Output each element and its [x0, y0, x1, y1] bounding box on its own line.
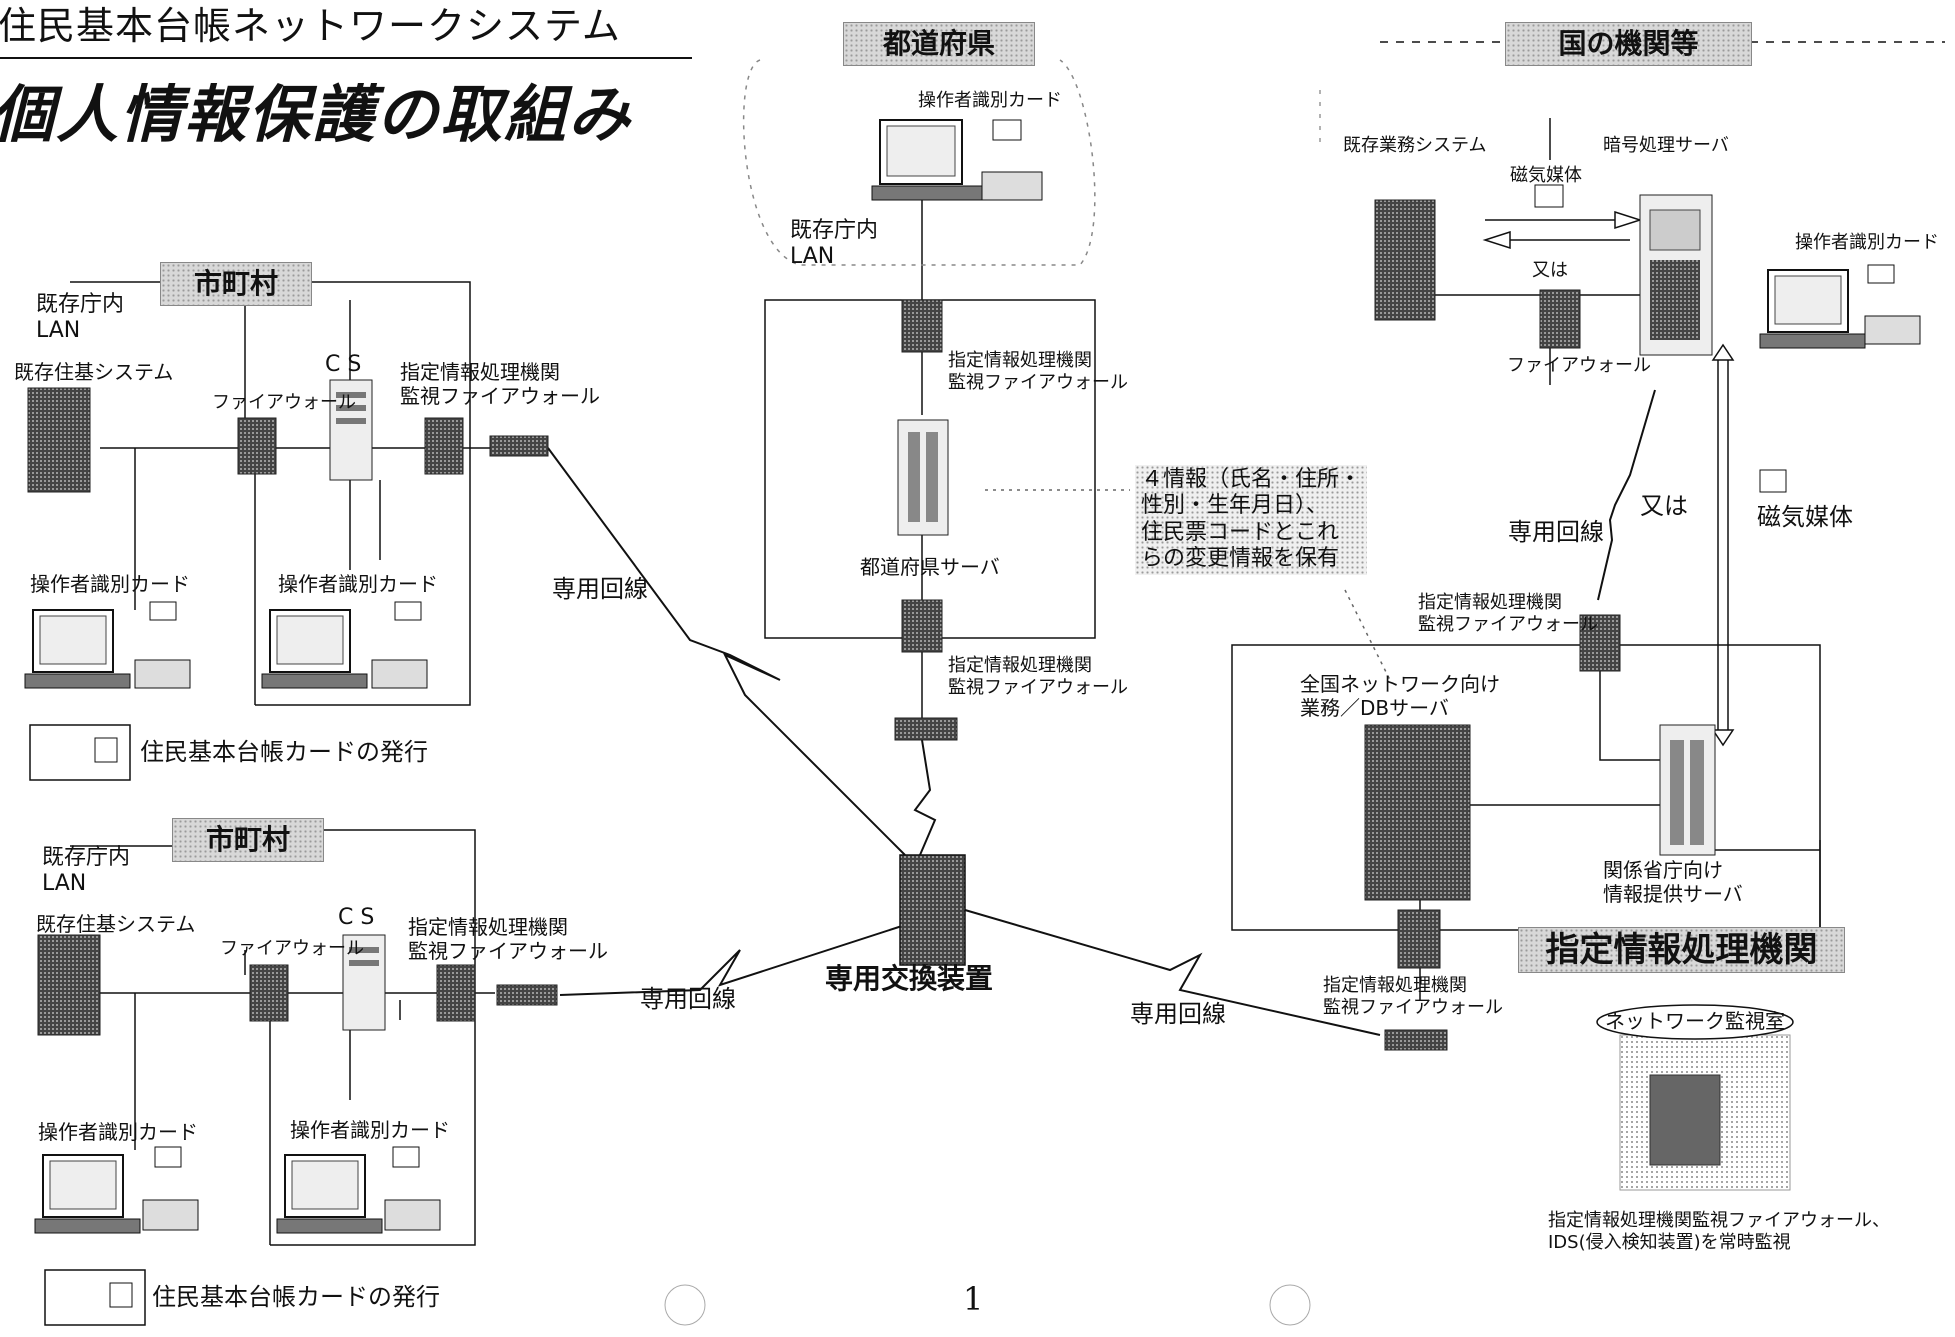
- dedicated-line-label-4: 専用回線: [1508, 518, 1604, 546]
- national-heading: 国の機関等: [1505, 22, 1752, 66]
- existing-business-system-icon: [1374, 199, 1436, 321]
- municipality-bottom-group: [70, 829, 495, 1246]
- dedicated-line-top: [547, 447, 906, 856]
- magnetic-media-icon: [1534, 184, 1564, 208]
- pref-router-icon: [894, 717, 958, 741]
- firewall-icon: [237, 417, 277, 475]
- magnetic-right-label: 磁気媒体: [1757, 503, 1853, 531]
- pref-pc-icon: [871, 119, 1043, 201]
- page-number: 1: [963, 1280, 984, 1318]
- existing-system-rack-icon-2: [37, 934, 101, 1036]
- pref-fw-label-2: 指定情報処理機関 監視ファイアウォール: [948, 655, 1128, 698]
- title-line1: 住民基本台帳ネットワークシステム: [0, 4, 621, 48]
- router-icon: [489, 435, 549, 457]
- note-pointer-2: [1344, 589, 1391, 681]
- pref-monitor-fw-icon-2: [901, 599, 943, 653]
- muni-top-card-label-1: 操作者識別カード: [30, 572, 190, 596]
- national-firewall-label: ファイアウォール: [1507, 355, 1651, 376]
- dedicated-line-label-3: 専用回線: [1130, 1000, 1226, 1028]
- monitor-note: 指定情報処理機関監視ファイアウォール、 IDS(侵入検知装置)を常時監視: [1548, 1210, 1890, 1253]
- db-server-label: 全国ネットワーク向け 業務／DBサーバ: [1300, 672, 1500, 720]
- pc-bottom-right-icon: [276, 1146, 441, 1234]
- monitor-room-badge: [1596, 1004, 1794, 1040]
- or-label: 又は: [1640, 492, 1688, 520]
- muni-top-card-label-2: 操作者識別カード: [278, 572, 438, 596]
- muni-bottom-monitor-fw-label: 指定情報処理機関 監視ファイアウォール: [408, 915, 608, 963]
- info-server-label: 関係省庁向け 情報提供サーバ: [1603, 858, 1743, 906]
- punch-hole-left: [664, 1284, 706, 1326]
- pref-card-label: 操作者識別カード: [918, 90, 1062, 111]
- db-server-icon: [1364, 724, 1471, 901]
- magnetic-media-icon-2: [1759, 469, 1787, 493]
- agency-fw-bottom-label: 指定情報処理機関 監視ファイアウォール: [1323, 975, 1503, 1018]
- four-info-note: ４情報（氏名・住所・ 性別・生年月日）、 住民票コードとこれ らの変更情報を保有: [1135, 465, 1368, 575]
- agency-heading: 指定情報処理機関: [1518, 927, 1845, 973]
- muni-bottom-firewall-label: ファイアウォール: [220, 938, 364, 959]
- monitor-firewall-icon: [424, 417, 464, 475]
- agency-fw-bottom-icon: [1397, 909, 1441, 969]
- pref-fw-label: 指定情報処理機関 監視ファイアウォール: [948, 350, 1128, 393]
- muni-bottom-cs-label: C S: [338, 905, 375, 930]
- municipality-bottom-heading: 市町村: [172, 818, 324, 862]
- muni-bottom-card-label-2: 操作者識別カード: [290, 1118, 450, 1142]
- agency-fw-top-label: 指定情報処理機関 監視ファイアウォール: [1418, 592, 1598, 635]
- crypto-server-label: 暗号処理サーバ: [1603, 135, 1729, 156]
- pref-server-label: 都道府県サーバ: [860, 555, 1000, 579]
- agency-fw-top-icon: [1579, 614, 1621, 672]
- muni-bottom-system-label: 既存住基システム: [36, 912, 196, 936]
- muni-top-firewall-label: ファイアウォール: [212, 392, 356, 413]
- dedicated-line-agency: [964, 909, 1381, 1036]
- muni-bottom-issue-label: 住民基本台帳カードの発行: [152, 1283, 440, 1311]
- exchange-device-icon: [899, 854, 966, 966]
- muni-top-issue-label: 住民基本台帳カードの発行: [140, 738, 428, 766]
- punch-hole-right: [1269, 1284, 1311, 1326]
- info-server-icon: [1659, 724, 1716, 856]
- national-firewall-icon: [1539, 289, 1581, 349]
- pref-monitor-fw-icon: [901, 299, 943, 353]
- magnetic-top-label: 磁気媒体: [1510, 165, 1582, 186]
- router-icon-2: [496, 984, 558, 1006]
- exchange-label: 専用交換装置: [825, 962, 994, 995]
- muni-top-system-label: 既存住基システム: [14, 360, 174, 384]
- prefecture-heading: 都道府県: [843, 22, 1035, 66]
- monitor-room-label: ネットワーク監視室: [1605, 1009, 1785, 1033]
- pref-lan-label: 既存庁内 LAN: [790, 218, 879, 270]
- pc-top-left-icon: [24, 601, 191, 689]
- existing-system-rack-icon: [27, 387, 91, 493]
- title-line2: 個人情報保護の取組み: [0, 78, 633, 151]
- agency-router-icon: [1384, 1029, 1448, 1051]
- pref-server-icon: [897, 419, 949, 536]
- pc-bottom-left-icon: [34, 1146, 199, 1234]
- dedicated-line-label-2: 専用回線: [640, 985, 736, 1013]
- muni-top-lan-label: 既存庁内 LAN: [36, 292, 125, 344]
- muni-bottom-lan-label: 既存庁内 LAN: [42, 845, 131, 897]
- dedicated-line-left: [559, 924, 906, 996]
- existing-business-label: 既存業務システム: [1343, 135, 1487, 156]
- dedicated-lines: [547, 389, 1656, 1036]
- pc-top-right-icon: [261, 601, 428, 689]
- municipality-top-heading: 市町村: [160, 262, 312, 306]
- or-small-label: 又は: [1532, 260, 1568, 281]
- national-pc-icon: [1759, 264, 1921, 349]
- dedicated-line-pref: [913, 739, 937, 856]
- muni-top-monitor-fw-label: 指定情報処理機関 監視ファイアウォール: [400, 360, 600, 408]
- monitor-firewall-icon-2: [436, 964, 476, 1022]
- national-card-label: 操作者識別カード: [1795, 232, 1939, 253]
- dedicated-line-national: [1597, 389, 1656, 601]
- muni-top-cs-label: C S: [325, 352, 362, 377]
- dedicated-line-label-1: 専用回線: [552, 575, 648, 603]
- muni-bottom-card-label-1: 操作者識別カード: [38, 1120, 198, 1144]
- national-group: [1319, 41, 1945, 747]
- firewall-icon-2: [249, 964, 289, 1022]
